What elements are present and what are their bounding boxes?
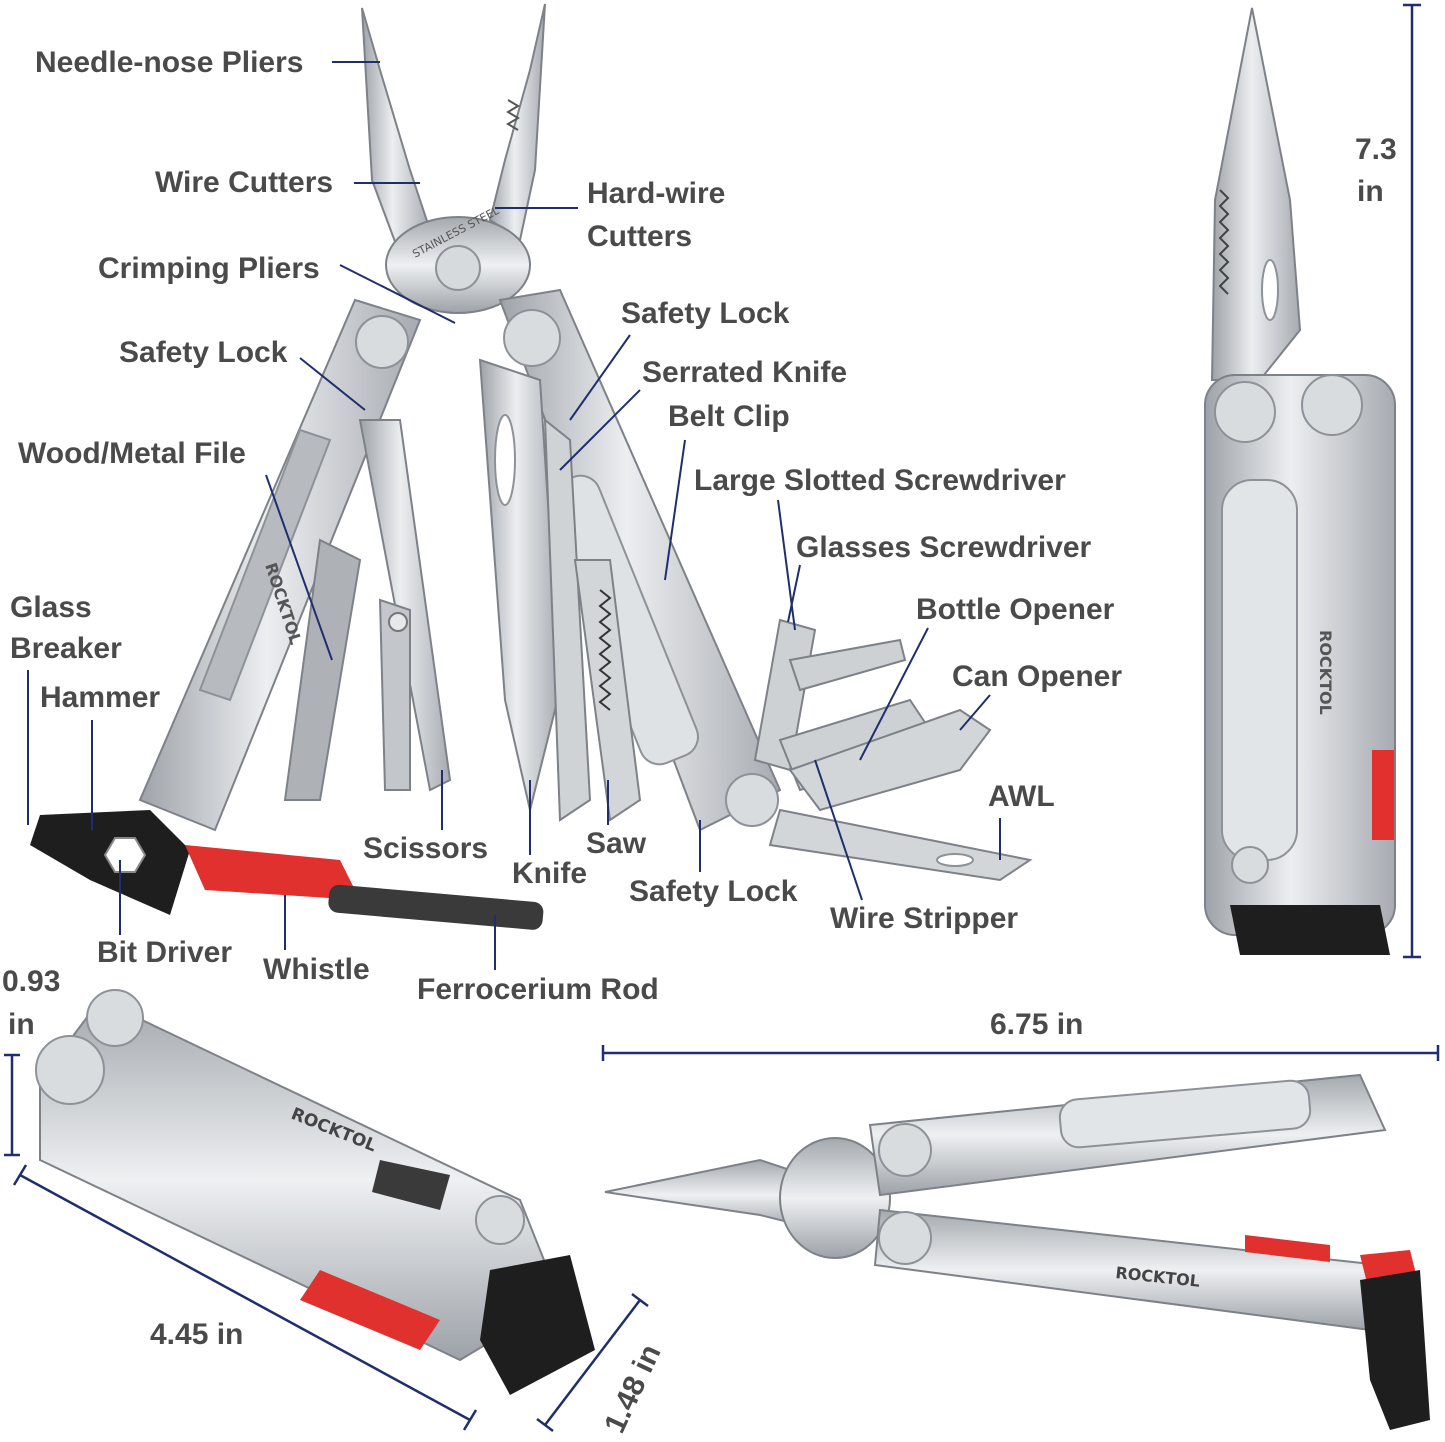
label-wire-cutters: Wire Cutters: [155, 166, 334, 199]
vertical-top-screw-l: [1214, 381, 1276, 443]
vertical-red-accent: [1372, 750, 1394, 840]
leader-crimping: [339, 264, 456, 324]
awl-hole: [936, 853, 974, 867]
label-scissors: Scissors: [363, 832, 489, 865]
label-crimping-pliers: Crimping Pliers: [98, 252, 320, 285]
scissors-blade-b: [378, 598, 411, 791]
label-glasses-screwdriver: Glasses Screwdriver: [796, 531, 1092, 564]
plier-jaw-left: [361, 7, 432, 257]
label-bit-driver: Bit Driver: [97, 936, 233, 969]
horiz-belt-clip: [1058, 1079, 1312, 1149]
dim-closed-length-cap-r: [462, 1409, 478, 1431]
dim-closed-length: 4.45 in: [150, 1318, 244, 1351]
dimension-lines: [4, 3, 1440, 1432]
leader-wire-stripper: [814, 759, 863, 901]
whistle-red: [185, 845, 360, 900]
leader-large-slotted: [777, 499, 796, 631]
angled-body: [39, 998, 562, 1362]
horiz-screw-2: [878, 1211, 932, 1265]
label-awl: AWL: [988, 780, 1055, 813]
angled-red-accent: [300, 1270, 440, 1350]
label-glass-breaker-2: Breaker: [10, 632, 122, 665]
awl-tool: [768, 808, 1033, 882]
handle-left-cutout: [198, 428, 332, 702]
closed-multitool-vertical: ROCKTOL: [1204, 7, 1396, 955]
closed-multitool-angled: ROCKTOL: [35, 989, 595, 1395]
label-serrated-knife: Serrated Knife: [642, 356, 848, 389]
handle-right-screw: [503, 309, 561, 367]
label-saw: Saw: [586, 827, 647, 860]
scissors-rivet: [388, 612, 408, 632]
label-wood-metal-file: Wood/Metal File: [18, 437, 246, 470]
angled-screw-1: [86, 989, 144, 1047]
vertical-bottom-screw: [1231, 846, 1269, 884]
leader-can-opener: [959, 694, 991, 731]
saw-teeth: [598, 589, 612, 711]
plier-jaw-right: [488, 3, 546, 242]
leader-glasses: [787, 564, 801, 623]
dim-width-cap-b: [631, 1293, 649, 1307]
glasses-screwdriver: [788, 638, 907, 692]
saw-blade: [573, 559, 642, 822]
leader-safety-left: [299, 357, 366, 411]
handle-right-lower-screw: [725, 773, 779, 827]
leader-bottle-opener: [859, 627, 929, 761]
dim-width-cap-a: [536, 1418, 554, 1432]
label-needle-nose-pliers: Needle-nose Pliers: [35, 46, 304, 79]
plier-serrations: [506, 99, 520, 131]
horiz-pivot-head: [779, 1137, 891, 1259]
label-hammer: Hammer: [40, 681, 161, 714]
can-opener: [788, 708, 992, 812]
label-knife: Knife: [512, 857, 587, 890]
leader-file: [265, 474, 333, 661]
leader-serrated: [559, 389, 641, 471]
serrated-knife-blade: [543, 417, 592, 822]
label-safety-lock-bottom: Safety Lock: [629, 875, 798, 908]
leader-safety-top: [569, 334, 631, 421]
label-belt-clip: Belt Clip: [668, 400, 790, 433]
vertical-knife-hole: [1261, 259, 1279, 321]
label-large-slotted-screwdriver: Large Slotted Screwdriver: [694, 464, 1066, 497]
vertical-top-screw-r: [1301, 374, 1363, 436]
dim-width-line: [544, 1299, 641, 1426]
horiz-hammer: [1360, 1270, 1430, 1430]
angled-screw-2: [35, 1035, 105, 1105]
label-safety-lock-left: Safety Lock: [119, 336, 288, 369]
brand-vertical: ROCKTOL: [1316, 630, 1335, 715]
label-safety-lock-top: Safety Lock: [621, 297, 790, 330]
label-ferrocerium-rod: Ferrocerium Rod: [417, 973, 659, 1006]
label-hard-wire-2: Cutters: [587, 220, 693, 253]
label-bottle-opener: Bottle Opener: [916, 593, 1115, 626]
angled-black-base: [480, 1255, 595, 1395]
vertical-knife-serrations: [1218, 189, 1230, 295]
angled-saw-window: [372, 1160, 450, 1210]
pivot-rivet: [435, 245, 481, 291]
dim-open-length: 6.75 in: [990, 1008, 1084, 1041]
vertical-belt-clip: [1221, 479, 1298, 861]
vertical-black-base: [1230, 905, 1390, 955]
bit-driver-hex: [103, 837, 147, 873]
dim-closed-length-line: [19, 1173, 471, 1422]
dim-height-unit: in: [1357, 175, 1384, 208]
label-wire-stripper: Wire Stripper: [830, 902, 1019, 935]
open-pliers-horizontal: ROCKTOL: [604, 1073, 1430, 1430]
label-hard-wire-1: Hard-wire: [587, 177, 726, 210]
label-whistle: Whistle: [263, 953, 370, 986]
handle-left-screw: [355, 315, 409, 369]
leader-belt-clip: [664, 439, 686, 581]
dim-thickness-value: 0.93: [2, 965, 61, 998]
dim-height-value: 7.3: [1355, 133, 1397, 166]
knife-thumb-hole: [494, 414, 516, 506]
file-tool: [283, 538, 362, 801]
dim-closed-length-cap-l: [12, 1164, 28, 1186]
angled-screw-3: [475, 1195, 525, 1245]
horiz-screw-1: [878, 1123, 932, 1177]
ferro-rod: [328, 884, 544, 930]
leader-lines: [27, 61, 1001, 970]
label-glass-breaker-1: Glass: [10, 591, 92, 624]
label-can-opener: Can Opener: [952, 660, 1123, 693]
horiz-red-accent: [1245, 1235, 1330, 1262]
dim-thickness-unit: in: [8, 1008, 35, 1041]
